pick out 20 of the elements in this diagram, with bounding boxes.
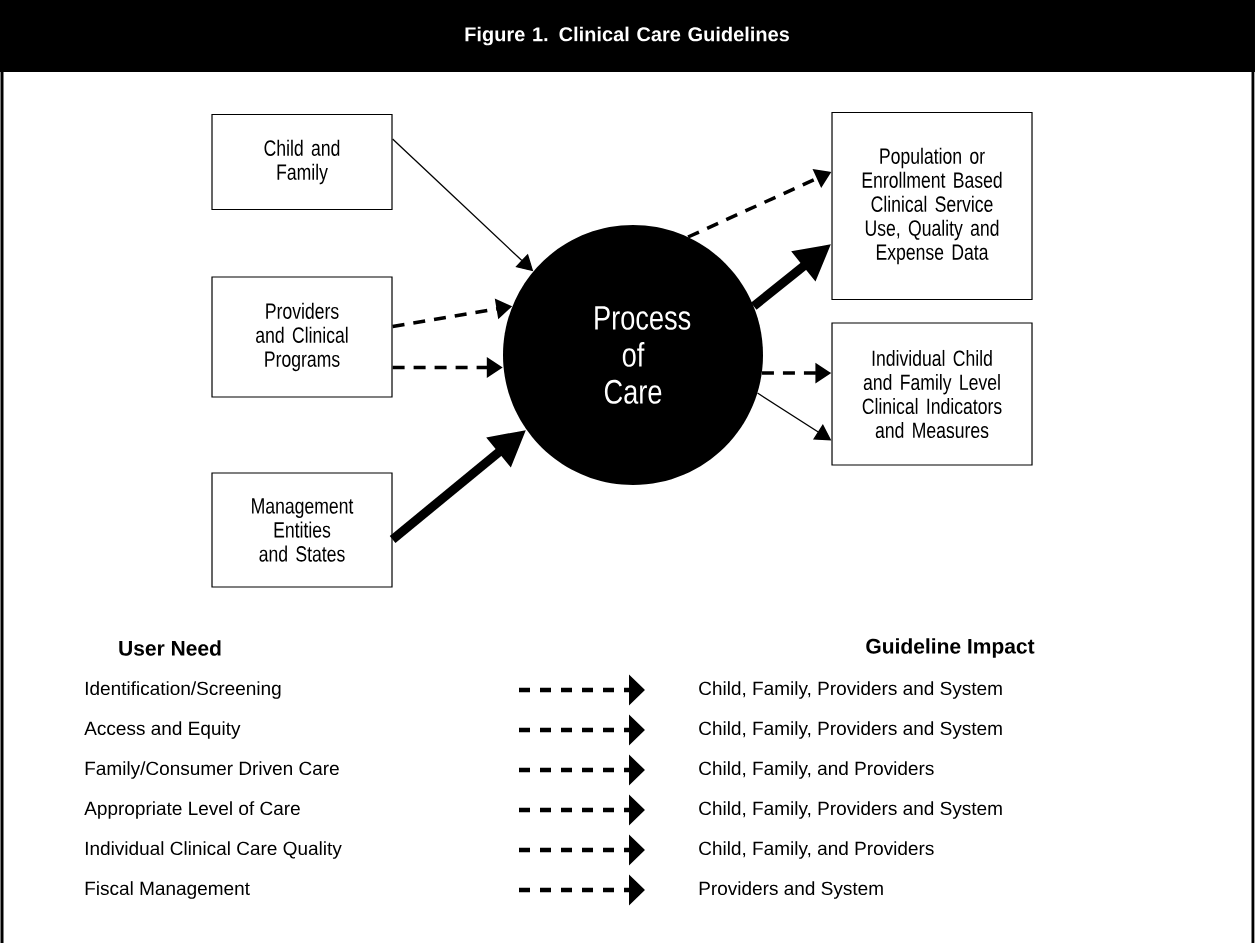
text-box: Child and Family — [211, 113, 393, 211]
table-text: Identification/Screening — [85, 681, 281, 699]
table-text: Individual Clinical Care Quality — [85, 841, 342, 859]
text-box: Population or Enrollment Based Clinical Service Use, Quality and Expense Data — [831, 111, 1033, 301]
table-text: Child, Family, and Providers — [699, 761, 934, 779]
column-heading: User Need — [119, 640, 221, 656]
text-box: Providers and Clinical Programs — [211, 276, 393, 398]
table-text: Child, Family, Providers and System — [699, 681, 1002, 699]
text-box: Individual Child and Family Level Clinical Indicators and Measures — [831, 322, 1033, 466]
table-text: Fiscal Management — [85, 881, 250, 899]
table-text: Child, Family, Providers and System — [699, 721, 1002, 739]
title: Figure 1. Clinical Care Guidelines — [465, 26, 789, 46]
table-text: Appropriate Level of Care — [84, 801, 300, 819]
table-text: Providers and System — [699, 881, 883, 899]
table-text: Access and Equity — [84, 721, 241, 739]
table-text: Family/Consumer Driven Care — [85, 761, 339, 779]
column-heading: Guideline Impact — [866, 638, 1035, 658]
table-text: Child, Family, Providers and System — [699, 801, 1002, 819]
text-box: Management Entities and States — [211, 472, 393, 588]
table-text: Child, Family, and Providers — [699, 841, 934, 859]
